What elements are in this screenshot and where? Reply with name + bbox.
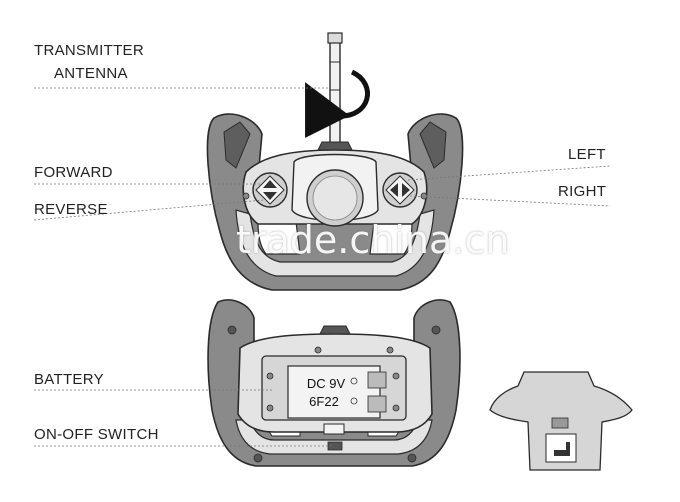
battery-cover-detached: [489, 371, 633, 471]
label-right: RIGHT: [558, 183, 607, 200]
leader-lines: [33, 87, 611, 447]
on-off-switch: [323, 423, 345, 451]
forward-reverse-button: [252, 172, 288, 208]
label-left: LEFT: [568, 146, 606, 163]
label-transmitter: TRANSMITTER: [34, 42, 144, 59]
controller-back-view: DC 9V 6F22: [207, 299, 461, 467]
rotation-arrow-icon: [305, 69, 370, 139]
watermark: trade.china.cn: [236, 218, 510, 262]
label-forward: FORWARD: [34, 164, 113, 181]
antenna: [327, 32, 343, 155]
label-antenna: ANTENNA: [54, 65, 128, 82]
battery-compartment: DC 9V 6F22: [261, 355, 407, 421]
battery-model-text: 6F22: [309, 394, 339, 409]
label-reverse: REVERSE: [34, 201, 108, 218]
controller-front-view: [206, 32, 464, 291]
label-on-off-switch: ON-OFF SWITCH: [34, 426, 159, 443]
label-battery: BATTERY: [34, 371, 104, 388]
battery-voltage-text: DC 9V: [307, 376, 346, 391]
left-right-button: [382, 172, 418, 208]
